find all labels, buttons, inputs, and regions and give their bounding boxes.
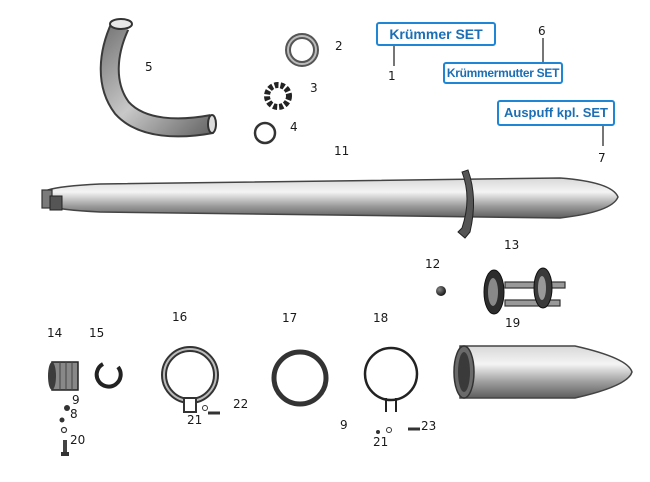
- header-pipe-part: [99, 18, 217, 138]
- silencer-body-part: [41, 169, 619, 239]
- pipe-nut-part: [264, 82, 292, 110]
- left-hardware-parts: [59, 405, 70, 456]
- split-ring-part: [94, 362, 123, 389]
- callout-17: 17: [282, 311, 297, 325]
- end-cap-part: [453, 345, 633, 399]
- callout-14: 14: [47, 326, 62, 340]
- callout-6: 6: [538, 24, 546, 38]
- callout-19: 19: [505, 316, 520, 330]
- callout-21-left: 21: [187, 413, 202, 427]
- bushing-part: [48, 361, 79, 391]
- baffle-insert-part: [483, 267, 566, 315]
- callout-22: 22: [233, 397, 248, 411]
- callout-2: 2: [335, 39, 343, 53]
- callout-18: 18: [373, 311, 388, 325]
- small-ring-part: [253, 121, 277, 145]
- callout-11: 11: [334, 144, 349, 158]
- callout-21-right: 21: [373, 435, 388, 449]
- callout-23: 23: [421, 419, 436, 433]
- kruemmer-set-link[interactable]: Krümmer SET: [376, 22, 496, 46]
- callout-3: 3: [310, 81, 318, 95]
- callout-5: 5: [145, 60, 153, 74]
- auspuff-set-link[interactable]: Auspuff kpl. SET: [497, 100, 615, 126]
- ball-part: [436, 286, 446, 296]
- callout-7: 7: [598, 151, 606, 165]
- callout-13: 13: [504, 238, 519, 252]
- callout-20: 20: [70, 433, 85, 447]
- callout-9-right: 9: [340, 418, 348, 432]
- clamp-17-part: [271, 349, 329, 407]
- callout-15: 15: [89, 326, 104, 340]
- callout-1: 1: [388, 69, 396, 83]
- kruemmermutter-set-link[interactable]: Krümmermutter SET: [443, 62, 563, 84]
- callout-16: 16: [172, 310, 187, 324]
- clamp-16-part: [161, 346, 220, 415]
- callout-9-left: 9: [72, 393, 80, 407]
- callout-12: 12: [425, 257, 440, 271]
- callout-8: 8: [70, 407, 78, 421]
- clamp-18-part: [363, 346, 420, 434]
- callout-4: 4: [290, 120, 298, 134]
- sealing-ring-part: [285, 33, 319, 67]
